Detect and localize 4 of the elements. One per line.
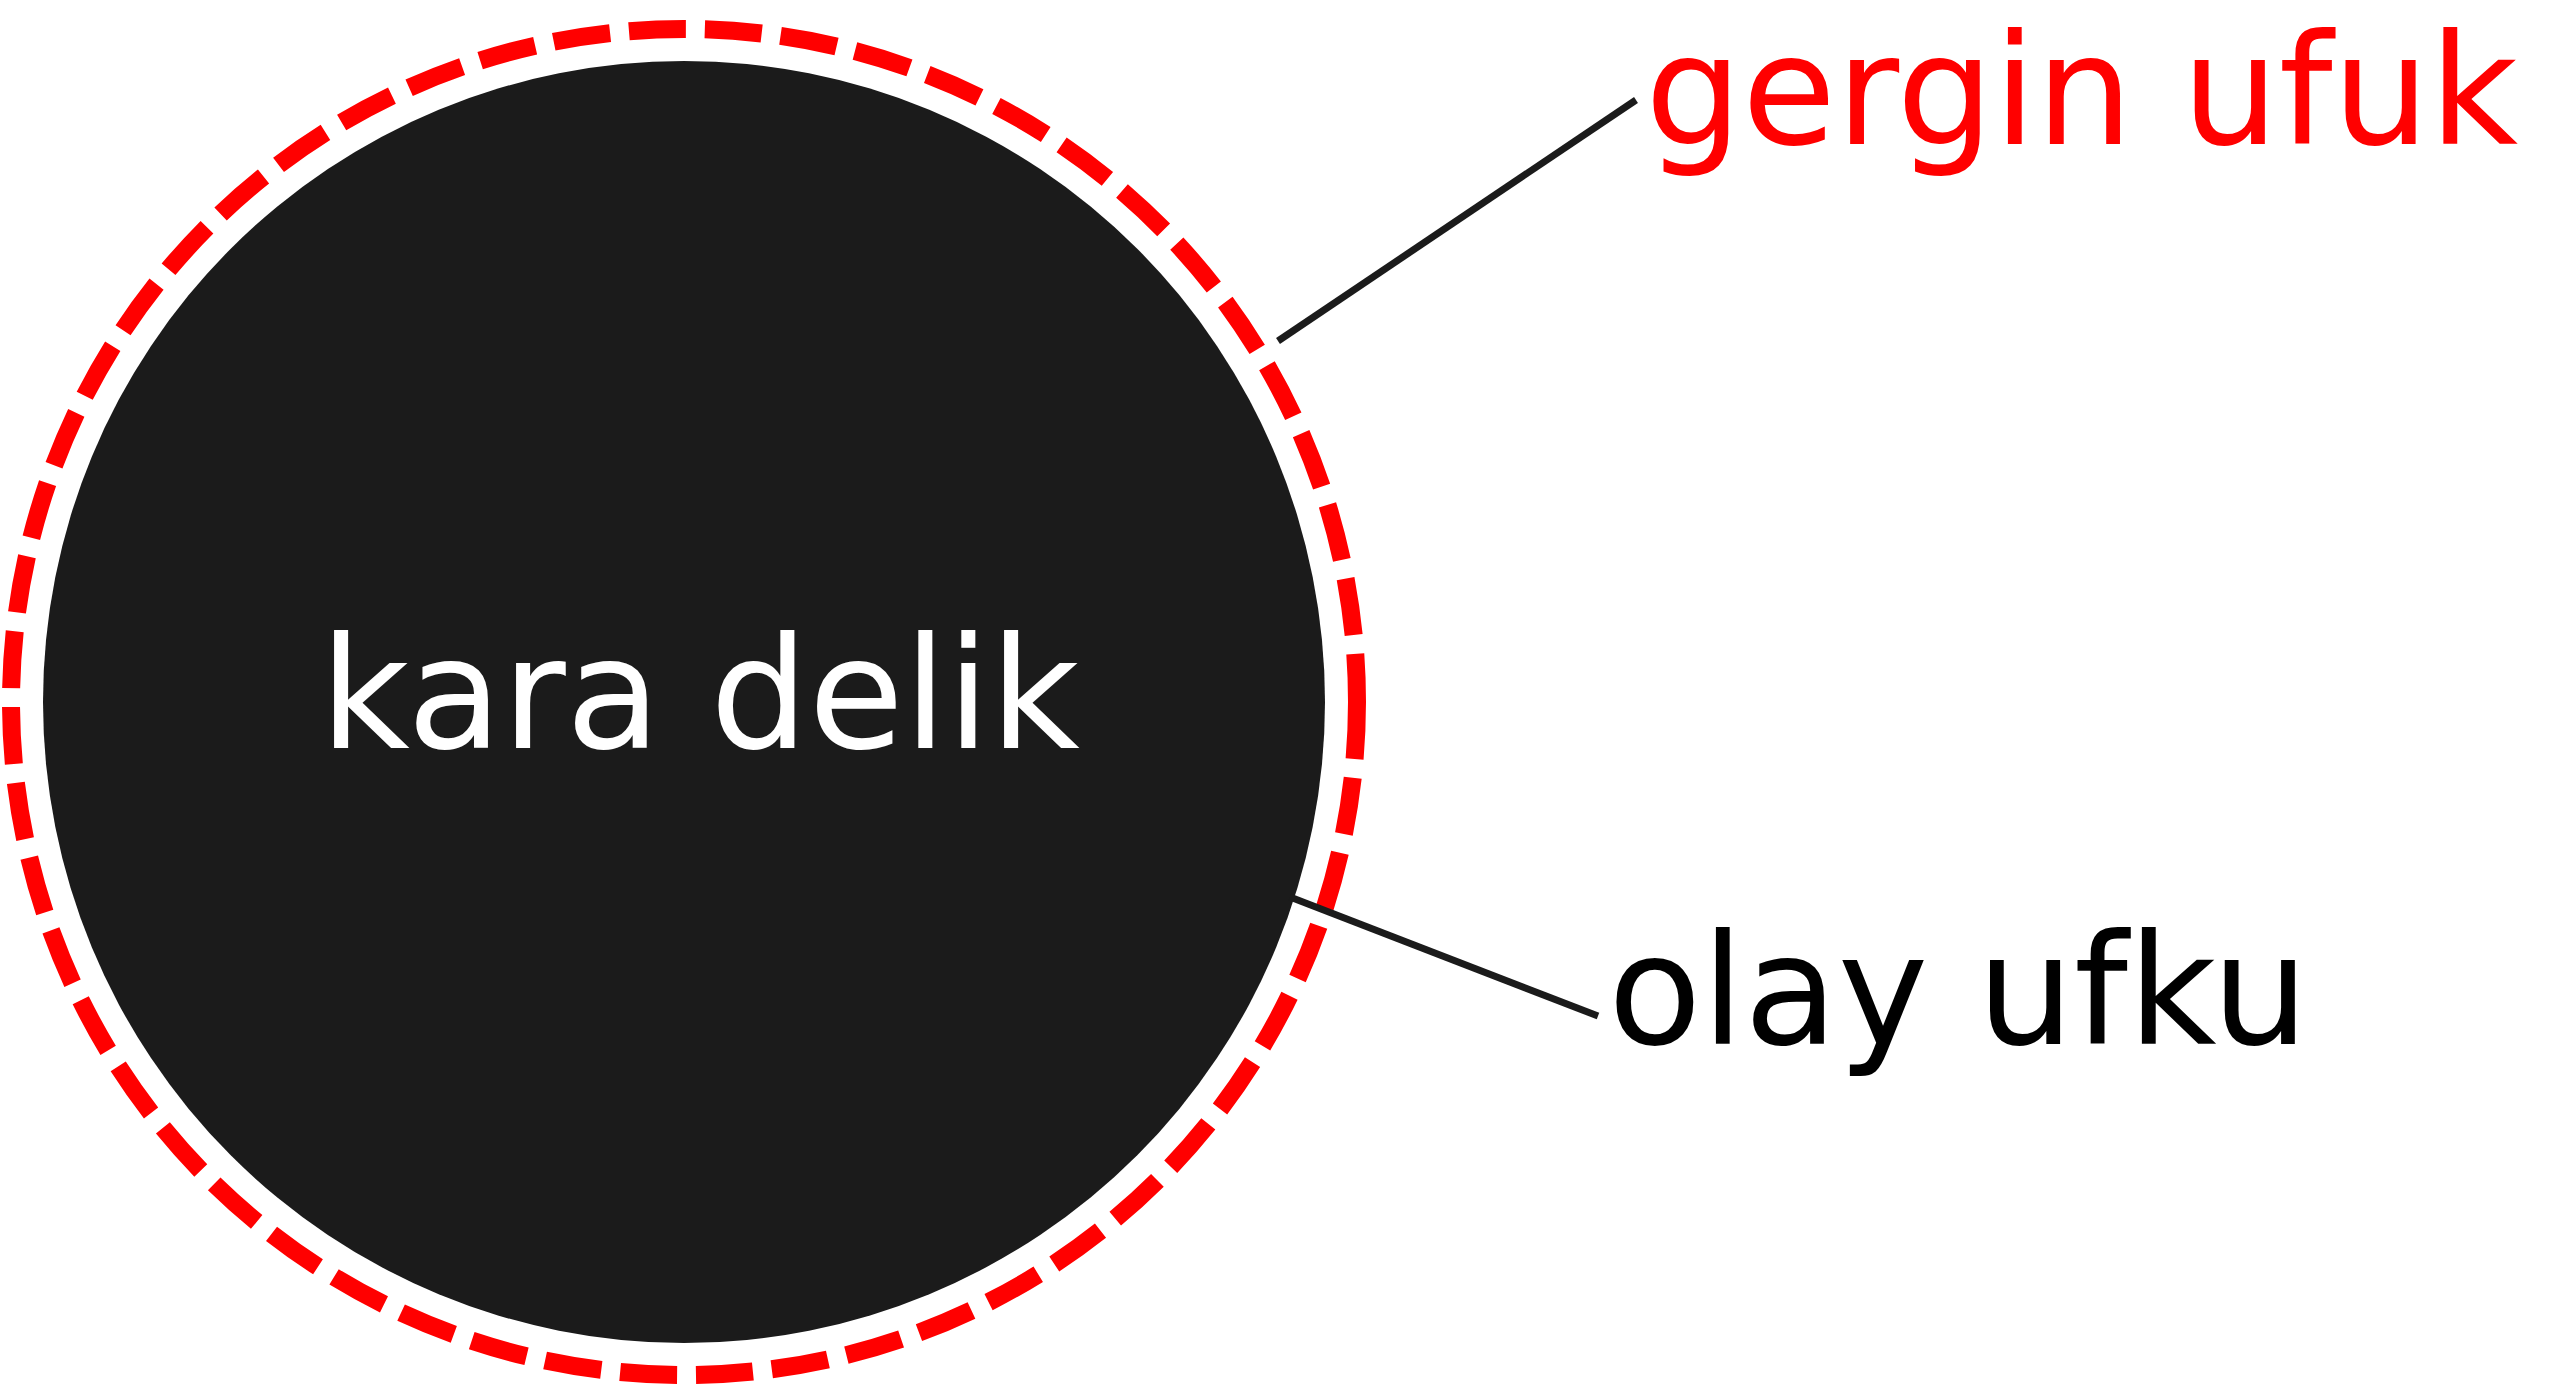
leader-line (1276, 97, 1638, 344)
callout-label: olay ufku (1608, 900, 2309, 1084)
callout-label: gergin ufuk (1645, 0, 2519, 184)
center-label: kara delik (320, 603, 1080, 787)
